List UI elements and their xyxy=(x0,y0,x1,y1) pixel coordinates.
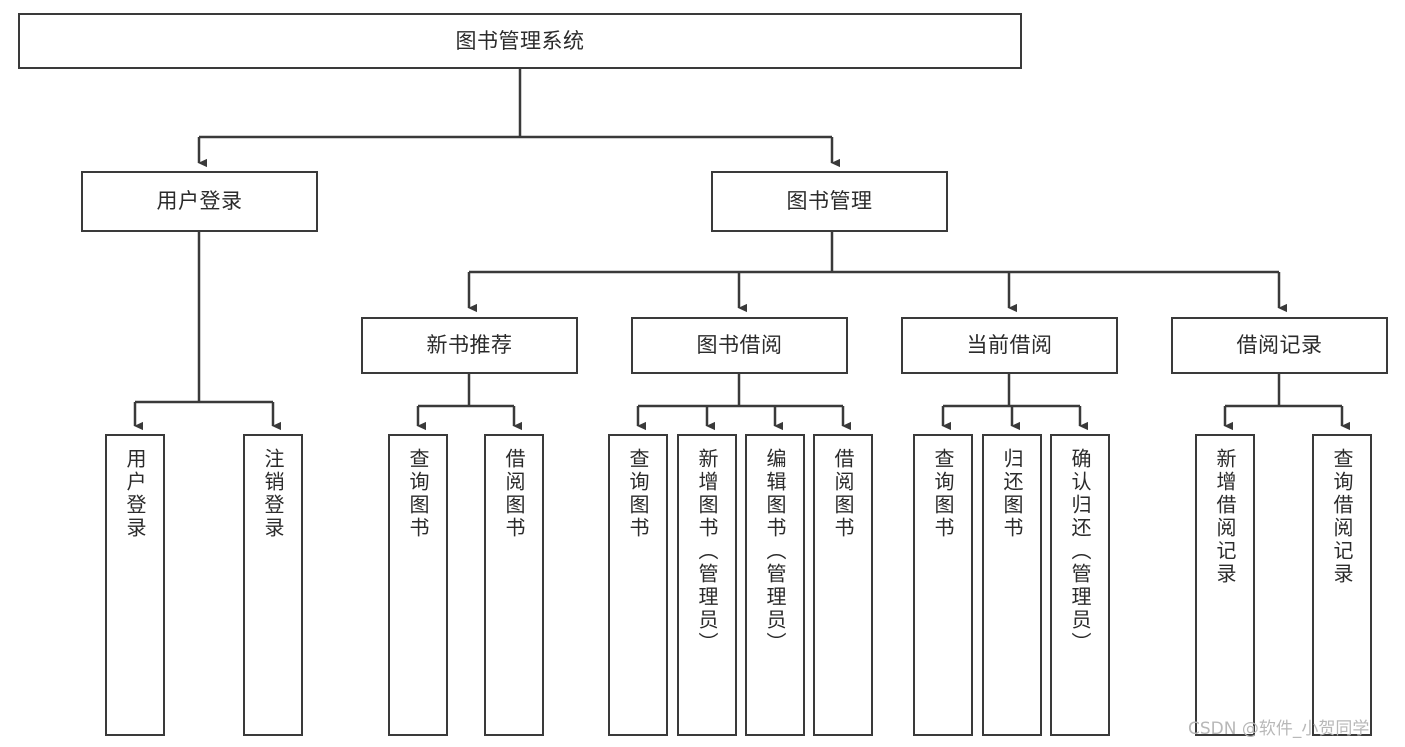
node-book-borrow[interactable]: 图书借阅 xyxy=(631,317,848,374)
node-label: 查询借阅记录 xyxy=(1330,448,1354,586)
node-label: 编辑图书（管理员） xyxy=(763,448,787,655)
leaf-borrow-book[interactable]: 借阅图书 xyxy=(813,434,873,736)
leaf-query-book-borrow[interactable]: 查询图书 xyxy=(608,434,668,736)
node-label: 归还图书 xyxy=(1000,448,1024,540)
node-label: 查询图书 xyxy=(626,448,650,540)
node-label: 查询图书 xyxy=(931,448,955,540)
node-label: 用户登录 xyxy=(156,189,243,214)
node-label: 图书管理 xyxy=(786,189,873,214)
node-borrow-record[interactable]: 借阅记录 xyxy=(1171,317,1388,374)
leaf-query-book-current[interactable]: 查询图书 xyxy=(913,434,973,736)
node-label: 注销登录 xyxy=(261,448,285,540)
leaf-logout[interactable]: 注销登录 xyxy=(243,434,303,736)
leaf-add-borrow-record[interactable]: 新增借阅记录 xyxy=(1195,434,1255,736)
node-label: 用户登录 xyxy=(123,448,147,540)
node-label: 当前借阅 xyxy=(966,333,1053,358)
node-label: 借阅图书 xyxy=(831,448,855,540)
leaf-return-book[interactable]: 归还图书 xyxy=(982,434,1042,736)
node-user-login[interactable]: 用户登录 xyxy=(81,171,318,232)
node-label: 借阅图书 xyxy=(502,448,526,540)
leaf-edit-book-admin[interactable]: 编辑图书（管理员） xyxy=(745,434,805,736)
node-label: 新书推荐 xyxy=(426,333,513,358)
leaf-user-login[interactable]: 用户登录 xyxy=(105,434,165,736)
node-label: 图书借阅 xyxy=(696,333,783,358)
node-label: 图书管理系统 xyxy=(455,28,585,53)
leaf-query-book-recommend[interactable]: 查询图书 xyxy=(388,434,448,736)
leaf-add-book-admin[interactable]: 新增图书（管理员） xyxy=(677,434,737,736)
node-book-manage[interactable]: 图书管理 xyxy=(711,171,948,232)
node-current-borrow[interactable]: 当前借阅 xyxy=(901,317,1118,374)
leaf-query-borrow-record[interactable]: 查询借阅记录 xyxy=(1312,434,1372,736)
node-label: 新增图书（管理员） xyxy=(695,448,719,655)
csdn-watermark: CSDN @软件_小贺同学 xyxy=(1188,719,1370,739)
node-new-book-recommend[interactable]: 新书推荐 xyxy=(361,317,578,374)
node-root-system[interactable]: 图书管理系统 xyxy=(18,13,1022,69)
node-label: 新增借阅记录 xyxy=(1213,448,1237,586)
node-label: 借阅记录 xyxy=(1236,333,1323,358)
node-label: 确认归还（管理员） xyxy=(1068,448,1092,655)
node-label: 查询图书 xyxy=(406,448,430,540)
leaf-confirm-return-admin[interactable]: 确认归还（管理员） xyxy=(1050,434,1110,736)
leaf-borrow-book-recommend[interactable]: 借阅图书 xyxy=(484,434,544,736)
